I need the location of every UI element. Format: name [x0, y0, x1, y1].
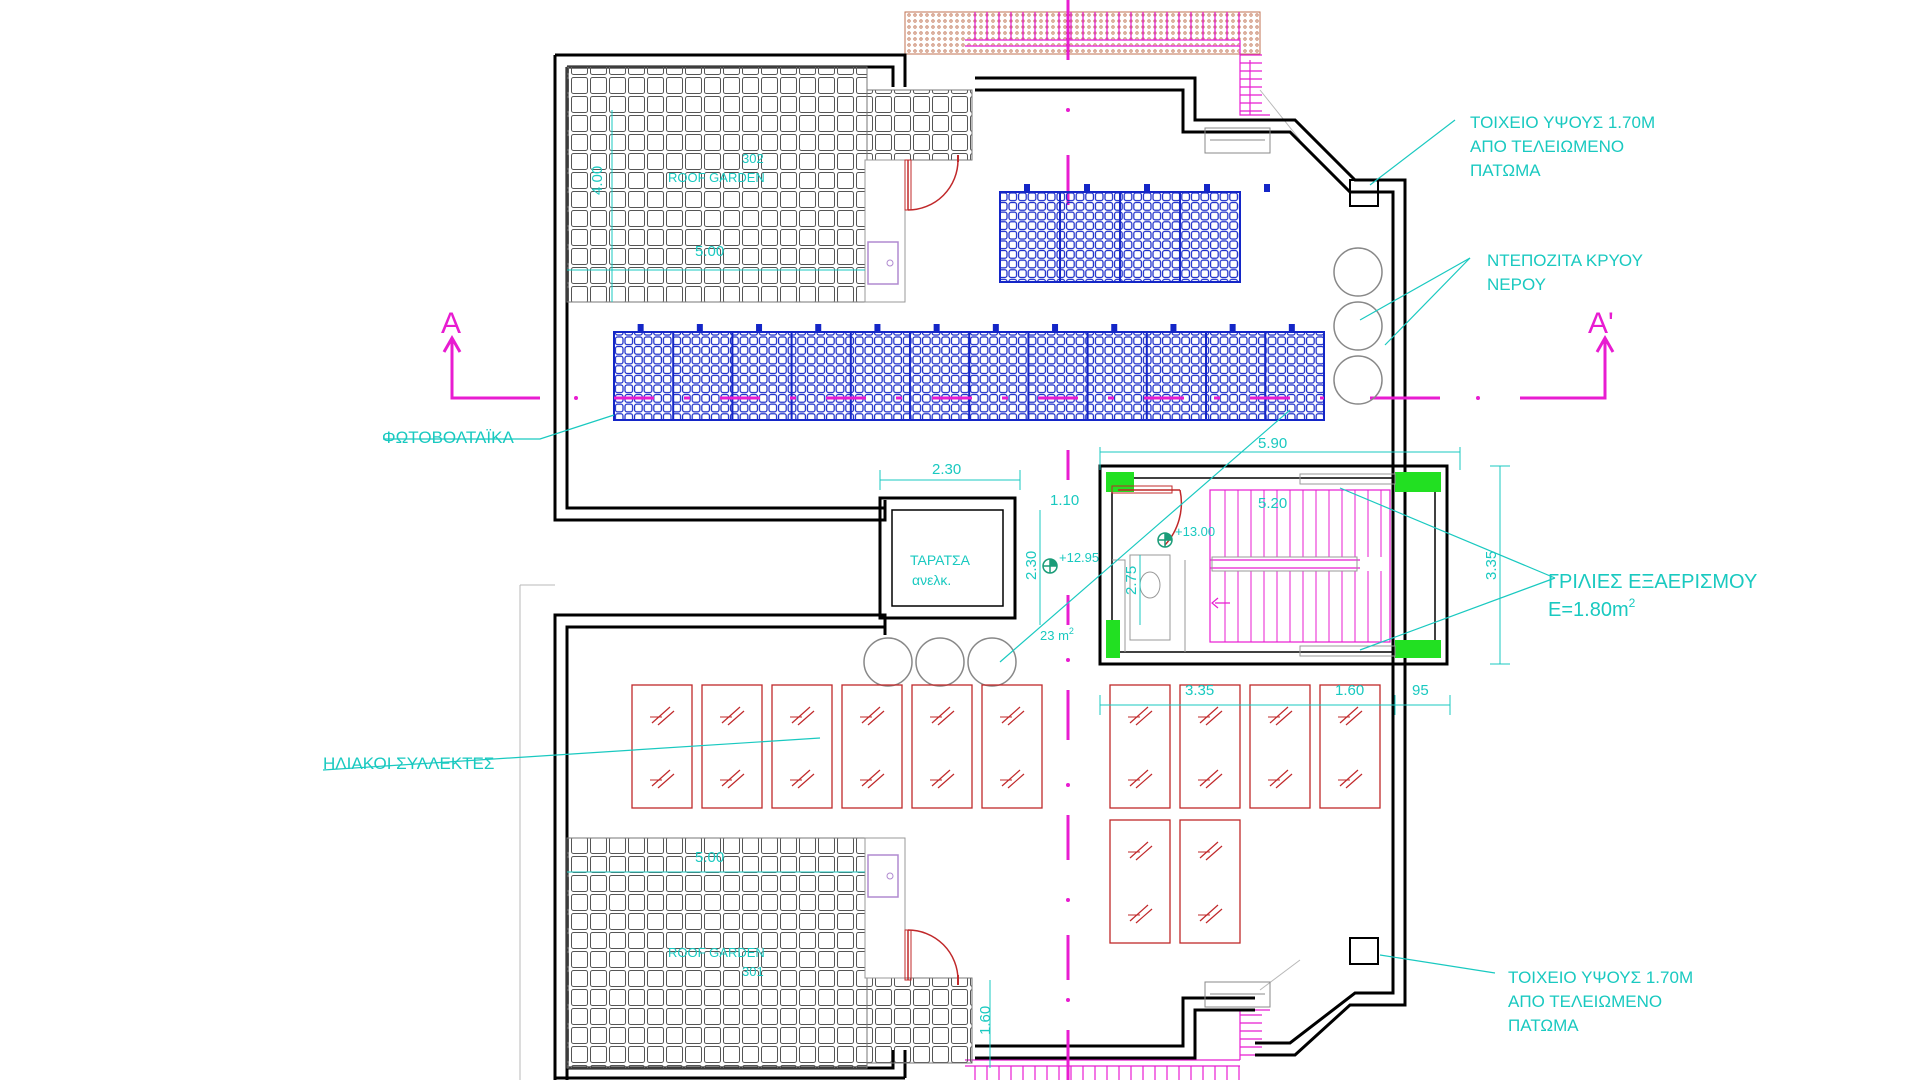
solar-collector: [1319, 684, 1381, 809]
dim-1-10: 1.10: [1050, 492, 1079, 509]
terrace-label-line1: ΤΑΡΑΤΣΑ: [910, 552, 971, 568]
pv-bracket: [815, 324, 822, 332]
pv-bracket: [1052, 324, 1059, 332]
roof-garden-top-number: 302: [742, 151, 764, 166]
wall-note-bottom-line3: ΠΑΤΩΜΑ: [1508, 1016, 1579, 1035]
area-label: 23 m2: [1040, 626, 1074, 643]
solar-collector: [701, 684, 763, 809]
roof-garden-top: [566, 66, 973, 303]
dimension-texts: 4.00 5.00 5.90 2.30 1.10 5.20 2.30 2.75 …: [589, 166, 1500, 1035]
wall-note-top-line3: ΠΑΤΩΜΑ: [1470, 161, 1541, 180]
dim-5-90: 5.90: [1258, 435, 1287, 452]
water-tanks-label-line2: ΝΕΡΟΥ: [1487, 275, 1546, 294]
solar-collector: [1109, 684, 1171, 809]
dim-5-00-bottom: 5.00: [695, 849, 724, 866]
roof-garden-bottom-label: ROOF GARDEN: [668, 945, 765, 960]
solar-collector: [1109, 819, 1171, 944]
solar-collector: [1179, 819, 1241, 944]
vents-label-line1: ΓΡΙΛΙΕΣ ΕΞΑΕΡΙΣΜΟΥ: [1548, 571, 1757, 593]
pv-bracket: [637, 324, 644, 332]
photovoltaic-array-main: [613, 324, 1325, 421]
dim-4-00: 4.00: [589, 166, 606, 195]
solar-collector: [911, 684, 973, 809]
wall-note-top-line2: ΑΠΟ ΤΕΛΕΙΩΜΕΝΟ: [1470, 137, 1624, 156]
dim-95: 95: [1412, 682, 1429, 699]
elevator-terrace: [878, 496, 1017, 620]
dim-2-30-v: 2.30: [1023, 551, 1040, 580]
pv-bracket: [1144, 184, 1150, 192]
level-label-a: +12.95: [1059, 550, 1099, 565]
pv-bracket: [992, 324, 999, 332]
section-line: [442, 334, 1615, 400]
pv-bracket: [1024, 184, 1030, 192]
terrace-label-line2: ανελκ.: [912, 572, 951, 588]
stair-core: [1098, 464, 1449, 666]
solar-collector: [1179, 684, 1241, 809]
roof-garden-bottom-number: 301: [742, 964, 764, 979]
solar-collector: [1249, 684, 1311, 809]
pv-bracket: [1288, 324, 1295, 332]
wall-note-top-line1: ΤΟΙΧΕΙΟ ΥΨΟΥΣ 1.70Μ: [1470, 113, 1655, 132]
wall-note-bottom-line1: ΤΟΙΧΕΙΟ ΥΨΟΥΣ 1.70Μ: [1508, 968, 1693, 987]
vents-label-line2: Ε=1.80m2: [1548, 596, 1636, 621]
water-tanks-label-line1: ΝΤΕΠΟΖΙΤΑ ΚΡΥΟΥ: [1487, 251, 1643, 270]
dimension-lines: [879, 447, 1510, 715]
wall-note-bottom-line2: ΑΠΟ ΤΕΛΕΙΩΜΕΝΟ: [1508, 992, 1662, 1011]
dim-1-60-h: 1.60: [1335, 682, 1364, 699]
water-tanks: [863, 247, 1383, 687]
dim-1-60-v: 1.60: [977, 1006, 994, 1035]
level-markers: [1042, 532, 1173, 574]
center-axis-dots: [1066, 108, 1070, 1002]
wall-pillar-bottom: [1349, 937, 1379, 965]
dim-5-00-top: 5.00: [695, 243, 724, 260]
roof-garden-bottom: [566, 837, 991, 1069]
solar-collector: [771, 684, 833, 809]
context-lines: [519, 89, 1301, 1080]
photovoltaics-label: ΦΩΤΟΒΟΛΤΑΪΚΑ: [382, 428, 514, 447]
solar-collectors: [631, 684, 1381, 944]
pv-bracket: [1264, 184, 1270, 192]
pv-bracket: [1229, 324, 1236, 332]
pv-bracket: [696, 324, 703, 332]
rooftop-vents: [1204, 127, 1271, 1008]
photovoltaic-array-top: [999, 184, 1270, 283]
annotation-labels: ΤΟΙΧΕΙΟ ΥΨΟΥΣ 1.70Μ ΑΠΟ ΤΕΛΕΙΩΜΕΝΟ ΠΑΤΩΜ…: [323, 113, 1757, 1035]
pv-bracket: [1111, 324, 1118, 332]
pv-bracket: [874, 324, 881, 332]
pv-bracket: [756, 324, 763, 332]
stair-top: [904, 11, 1270, 116]
solar-collector: [841, 684, 903, 809]
dim-3-35-h: 3.35: [1185, 682, 1214, 699]
wall-pillar-top: [1349, 179, 1379, 207]
section-mark-a-prime: A': [1588, 307, 1614, 340]
pv-bracket: [1170, 324, 1177, 332]
level-label-b: +13.00: [1175, 524, 1215, 539]
outer-wall: [553, 53, 1407, 1080]
dim-5-20: 5.20: [1258, 495, 1287, 512]
pv-bracket: [933, 324, 940, 332]
pv-bracket: [1204, 184, 1210, 192]
roof-garden-top-label: ROOF GARDEN: [668, 170, 765, 185]
dim-2-75: 2.75: [1123, 566, 1140, 595]
section-mark-a: A: [441, 307, 461, 340]
dim-2-30-h: 2.30: [932, 461, 961, 478]
leader-lines: [322, 119, 1556, 974]
pv-bracket: [1084, 184, 1090, 192]
dim-3-35-v: 3.35: [1483, 551, 1500, 580]
solar-collector: [981, 684, 1043, 809]
solar-collectors-label: ΗΛΙΑΚΟΙ ΣΥΛΛΕΚΤΕΣ: [323, 754, 494, 773]
section-dots: [574, 396, 1480, 400]
